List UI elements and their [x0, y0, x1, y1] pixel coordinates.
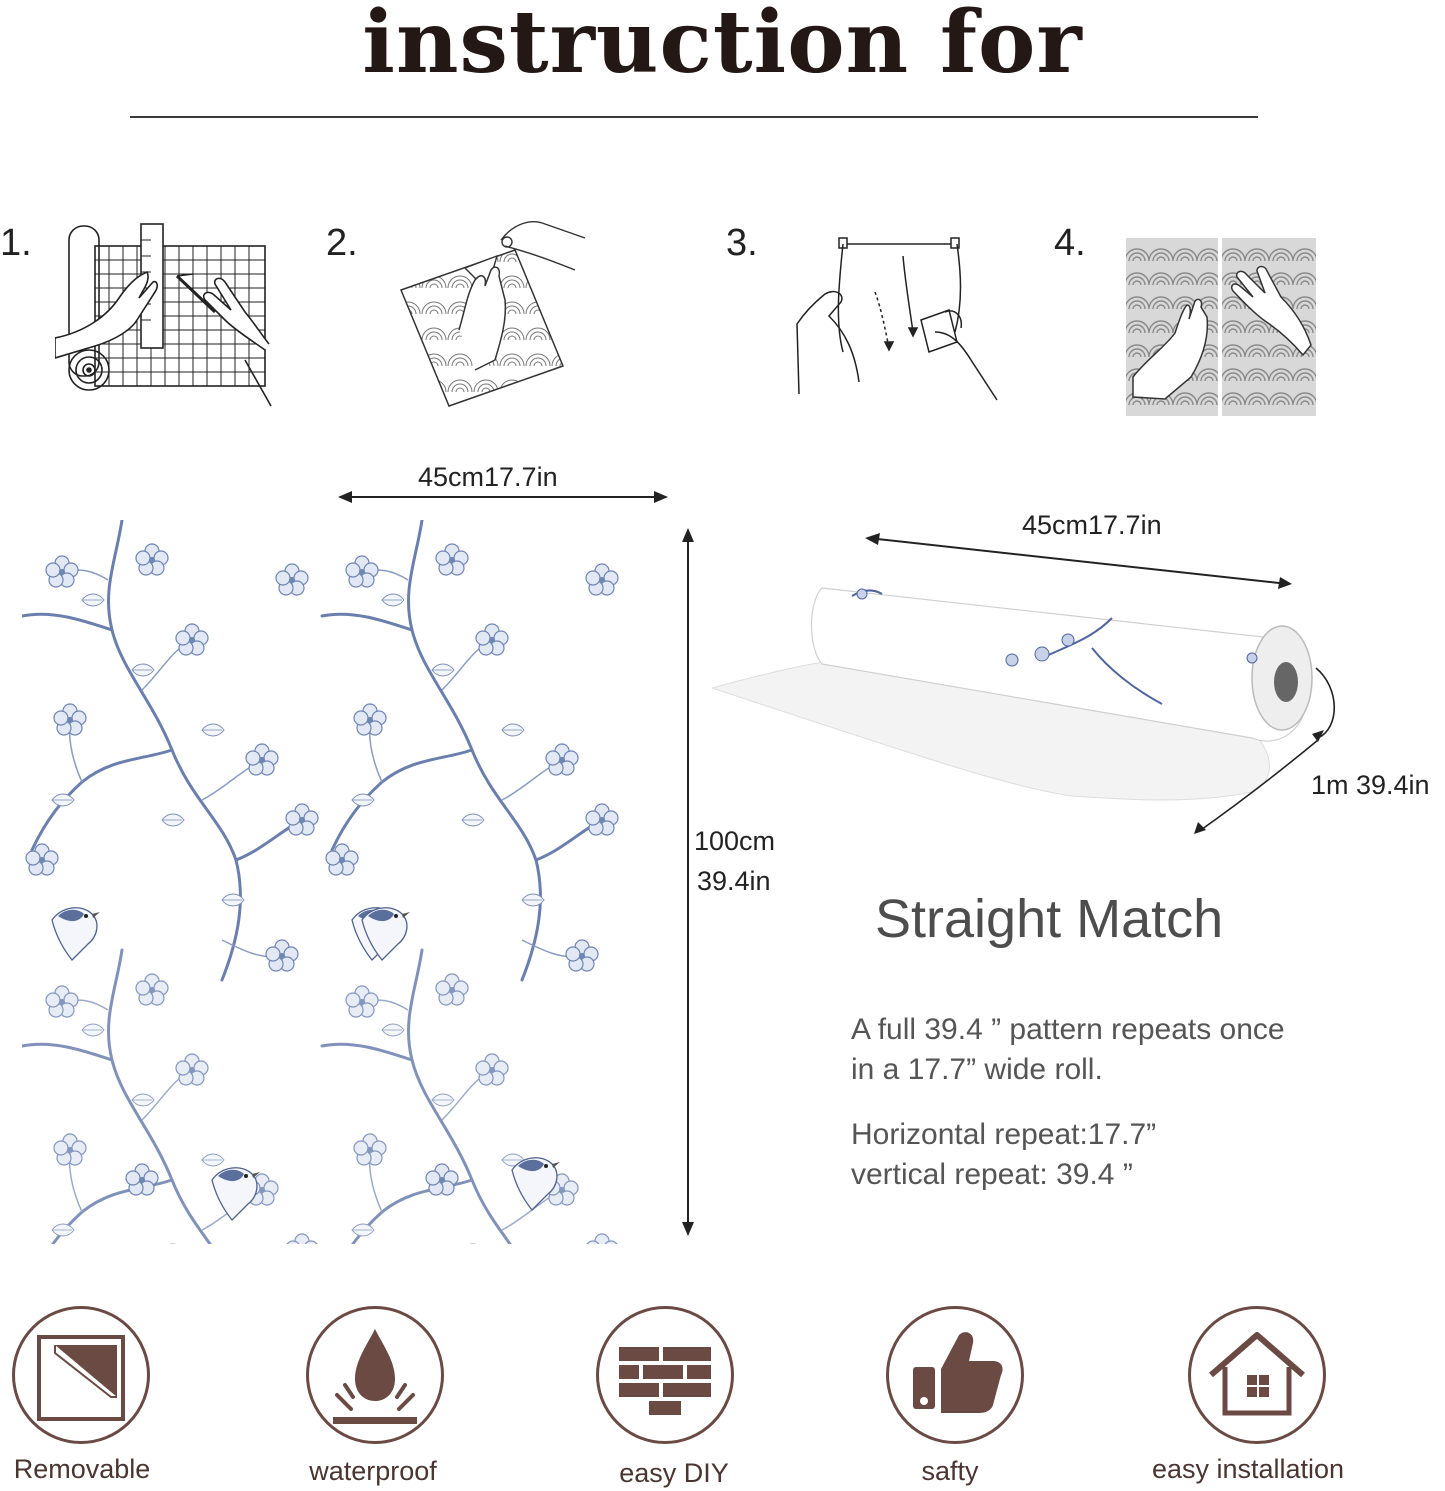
- water-drop-icon: [306, 1306, 444, 1444]
- page-title: instruction for: [362, 0, 1083, 93]
- peel-corner-icon: [12, 1306, 150, 1444]
- match-description-line-1: A full 39.4 ” pattern repeats once: [851, 1013, 1285, 1046]
- feature-label-waterproof: waterproof: [309, 1456, 437, 1486]
- swatch-height-label-in: 39.4in: [697, 866, 771, 896]
- brick-wall-icon: [596, 1306, 734, 1444]
- peel-backing-icon: [395, 210, 595, 410]
- swatch-width-label: 45cm17.7in: [418, 462, 558, 492]
- feature-label-easy-diy: easy DIY: [619, 1458, 729, 1488]
- roll-width-arrow: [862, 528, 1296, 592]
- step-2-number: 2.: [326, 222, 358, 264]
- feature-label-easy-installation: easy installation: [1151, 1454, 1345, 1484]
- swatch-height-arrow: [677, 526, 699, 1238]
- measure-cut-icon: [55, 220, 275, 410]
- horizontal-repeat: Horizontal repeat:17.7”: [851, 1118, 1157, 1151]
- thumbs-up-icon: [886, 1306, 1024, 1444]
- step-1-number: 1.: [0, 222, 32, 264]
- roll-length-label: 1m 39.4in: [1311, 770, 1430, 800]
- roll-width-label: 45cm17.7in: [1022, 510, 1162, 540]
- step-4-number: 4.: [1054, 222, 1086, 264]
- floral-pattern-swatch: [22, 520, 658, 1244]
- match-description-line-2: in a 17.7” wide roll.: [851, 1053, 1103, 1086]
- wallpaper-roll-image: [712, 578, 1342, 838]
- house-icon: [1188, 1306, 1326, 1444]
- swatch-height-label-cm: 100cm: [694, 826, 776, 856]
- press-panels-icon: [1125, 237, 1317, 417]
- title-divider: [130, 116, 1258, 118]
- swatch-width-arrow: [336, 486, 670, 508]
- feature-label-safty: safty: [921, 1456, 979, 1486]
- match-title: Straight Match: [875, 889, 1224, 949]
- step-3-number: 3.: [726, 222, 758, 264]
- feature-label-removable: Removable: [13, 1454, 151, 1484]
- vertical-repeat: vertical repeat: 39.4 ”: [851, 1158, 1133, 1191]
- apply-smooth-icon: [785, 232, 1005, 407]
